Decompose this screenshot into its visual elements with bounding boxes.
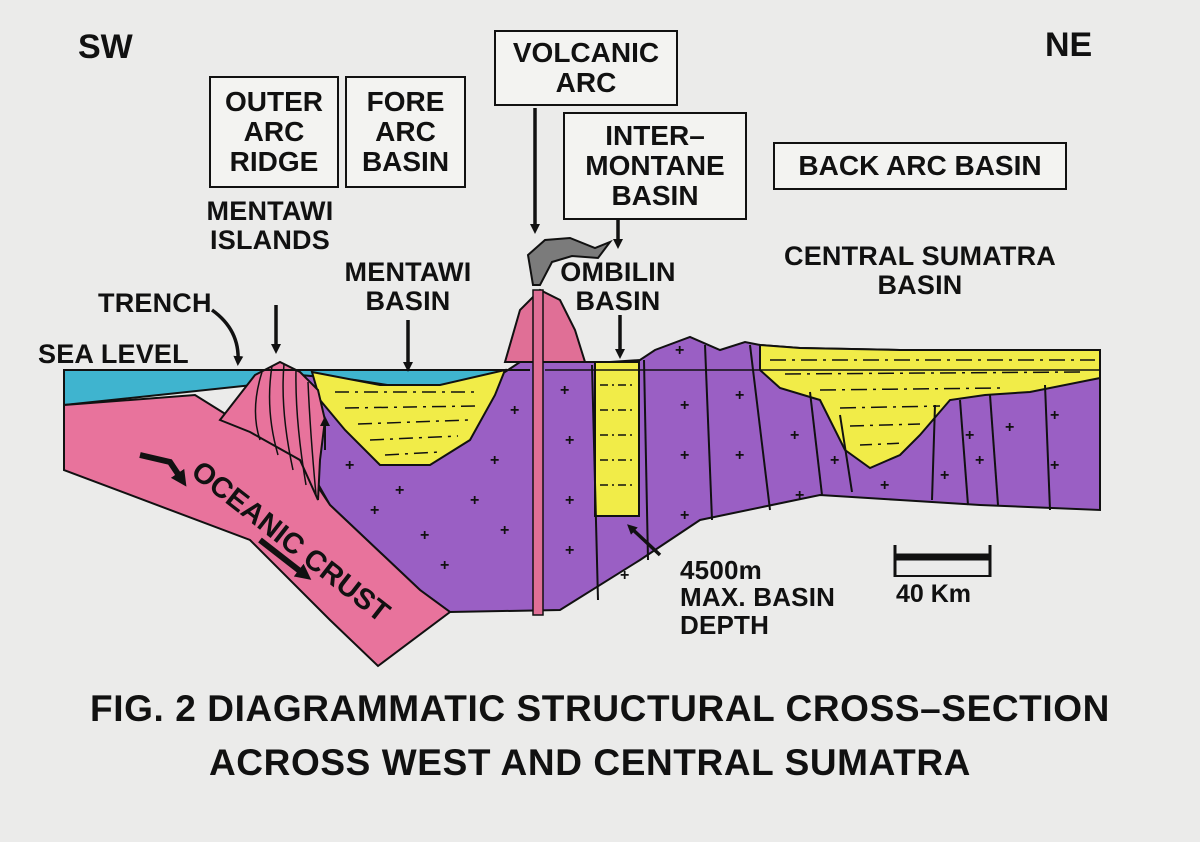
central-sumatra-basin-label: CENTRAL SUMATRA BASIN: [760, 241, 1080, 301]
svg-text:+: +: [790, 427, 799, 444]
svg-text:+: +: [470, 492, 479, 509]
basin-depth-arrow: [627, 524, 662, 557]
basin-depth-label-line: DEPTH: [680, 609, 770, 640]
outer-arc-ridge-box: OUTER ARC RIDGE: [209, 76, 339, 188]
intermontane-basin-box-line: MONTANE: [585, 149, 725, 181]
mentawi-basin-fill: [310, 368, 507, 466]
svg-text:+: +: [795, 487, 804, 504]
volcanic-arc-box-line: VOLCANIC: [512, 36, 660, 68]
svg-text:+: +: [565, 542, 574, 559]
mentawi-basin-label: MENTAWI BASIN: [333, 257, 483, 317]
volcanic-arc-box: VOLCANIC ARC: [494, 30, 678, 106]
central-sumatra-basin-label-line: CENTRAL SUMATRA: [784, 241, 1056, 271]
central-sumatra-basin-label-line: BASIN: [877, 270, 963, 301]
mentawi-islands-label-line: ISLANDS: [210, 225, 330, 256]
svg-text:+: +: [510, 402, 519, 419]
svg-text:+: +: [620, 567, 629, 584]
pointer-arrows: [210, 108, 662, 557]
figure-caption-line-1: FIG. 2 DIAGRAMMATIC STRUCTURAL CROSS–SEC…: [90, 688, 1110, 729]
mentawi-islands-label: MENTAWI ISLANDS: [190, 196, 350, 256]
direction-sw: SW: [78, 28, 133, 66]
svg-text:+: +: [440, 557, 449, 574]
svg-text:+: +: [370, 502, 379, 519]
crust-symbols: + + + + + + + + + + + + + + + + + + + + + + + + + + + + + +: [345, 342, 1059, 584]
svg-text:+: +: [735, 447, 744, 464]
svg-text:+: +: [345, 457, 354, 474]
direction-ne: NE: [1045, 26, 1093, 64]
svg-text:+: +: [680, 447, 689, 464]
svg-text:+: +: [1050, 457, 1059, 474]
intermontane-basin-box-line: BASIN: [611, 180, 699, 212]
ombilin-basin-label-line: OMBILIN: [560, 257, 676, 287]
outer-arc-ridge-box-line: ARC: [243, 115, 305, 147]
svg-text:+: +: [565, 492, 574, 509]
volcanic-arc-box-line: ARC: [555, 67, 617, 98]
svg-text:+: +: [675, 342, 684, 359]
svg-text:+: +: [880, 477, 889, 494]
trench-arrow: [210, 308, 244, 366]
ombilin-basin-label: OMBILIN BASIN: [548, 257, 688, 317]
basin-depth-label-line: 4500m: [680, 555, 762, 585]
svg-text:+: +: [830, 452, 839, 469]
svg-text:+: +: [565, 432, 574, 449]
central-sumatra-basin-bedding: [770, 359, 1095, 446]
subduction-arrow-lower: [258, 537, 312, 580]
svg-text:+: +: [680, 507, 689, 524]
ombilin-basin-label-line: BASIN: [575, 286, 661, 317]
sea-level-label: SEA LEVEL: [38, 339, 189, 369]
basin-depth-label: 4500m MAX. BASIN DEPTH: [680, 555, 836, 640]
back-arc-basin-box-line: BACK ARC BASIN: [798, 149, 1042, 181]
volcano-edifice: [503, 288, 587, 363]
basin-depth-label-line: MAX. BASIN: [680, 582, 836, 613]
fore-arc-basin-box: FORE ARC BASIN: [345, 76, 466, 188]
fore-arc-basin-box-line: BASIN: [361, 146, 450, 178]
svg-text:+: +: [975, 452, 984, 469]
outer-arc-ridge-box-line: RIDGE: [229, 146, 319, 178]
svg-text:+: +: [395, 482, 404, 499]
back-arc-basin-box: BACK ARC BASIN: [773, 142, 1067, 190]
svg-text:+: +: [1005, 419, 1014, 436]
svg-text:+: +: [735, 387, 744, 404]
svg-text:+: +: [1050, 407, 1059, 424]
figure-caption-line-2: ACROSS WEST AND CENTRAL SUMATRA: [208, 742, 971, 783]
outer-arc-ridge-box-line: OUTER: [225, 85, 323, 117]
subduction-arrows: [139, 452, 312, 580]
mentawi-basin-label-line: MENTAWI: [344, 257, 472, 287]
ombilin-basin-bedding: [600, 384, 635, 486]
fault-lines: [591, 344, 1051, 601]
ombilin-basin-fill: [594, 361, 640, 517]
svg-text:+: +: [500, 522, 509, 539]
fore-arc-basin-box-line: ARC: [375, 115, 436, 147]
svg-text:+: +: [490, 452, 499, 469]
scale-bar: [893, 545, 992, 577]
scale-bar-label: 40 Km: [896, 580, 972, 608]
svg-text:+: +: [965, 427, 974, 444]
intermontane-basin-box-line: INTER–: [605, 119, 705, 151]
svg-text:+: +: [560, 382, 569, 399]
mentawi-basin-label-line: BASIN: [365, 286, 451, 317]
fore-arc-basin-box-line: FORE: [366, 85, 445, 117]
svg-text:+: +: [420, 527, 429, 544]
trench-label: TRENCH: [98, 288, 212, 318]
ash-plume: [526, 236, 613, 286]
outer-arc-ridge-thrusts: [254, 363, 317, 496]
mentawi-islands-label-line: MENTAWI: [206, 196, 334, 226]
mentawi-basin-bedding: [335, 391, 480, 456]
svg-text:+: +: [680, 397, 689, 414]
svg-text:+: +: [940, 467, 949, 484]
subduction-arrow-upper: [139, 452, 187, 487]
volcanic-conduit: [532, 289, 544, 616]
intermontane-basin-box: INTER– MONTANE BASIN: [563, 112, 747, 220]
